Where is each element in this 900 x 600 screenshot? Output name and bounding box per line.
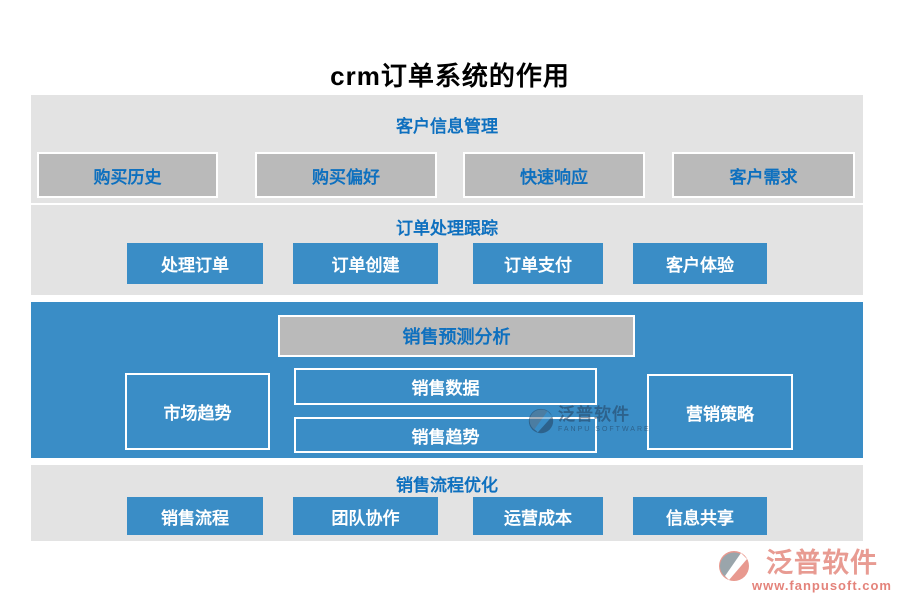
section-order-tracking-header: 订单处理跟踪 (396, 219, 498, 238)
node-customer-demand: 客户需求 (672, 152, 855, 198)
node-quick-response: 快速响应 (463, 152, 645, 198)
node-purchase-history: 购买历史 (37, 152, 218, 198)
node-market-trend: 市场趋势 (125, 373, 270, 450)
node-sales-data: 销售数据 (294, 368, 597, 405)
node-sales-trend: 销售趋势 (294, 417, 597, 453)
node-order-payment: 订单支付 (473, 243, 603, 284)
fanpu-logo-url: www.fanpusoft.com (751, 578, 892, 593)
section-sales-process-header: 销售流程优化 (396, 476, 498, 495)
node-marketing-strategy: 营销策略 (647, 374, 793, 450)
node-sales-forecast-analysis: 销售预测分析 (278, 315, 635, 357)
node-info-sharing: 信息共享 (633, 497, 767, 535)
page-title: crm订单系统的作用 (330, 61, 570, 91)
node-order-creation: 订单创建 (293, 243, 438, 284)
node-process-order: 处理订单 (127, 243, 263, 284)
fanpu-logo-icon (718, 551, 749, 581)
node-sales-process: 销售流程 (127, 497, 263, 535)
fanpu-logo-name: 泛普软件 (765, 548, 878, 578)
node-operating-cost: 运营成本 (473, 497, 603, 535)
node-purchase-preference: 购买偏好 (255, 152, 437, 198)
section-customer-info-header: 客户信息管理 (396, 117, 498, 136)
node-customer-experience: 客户体验 (633, 243, 767, 284)
fanpu-logo: 泛普软件 www.fanpusoft.com (718, 548, 892, 593)
node-team-collaboration: 团队协作 (293, 497, 438, 535)
